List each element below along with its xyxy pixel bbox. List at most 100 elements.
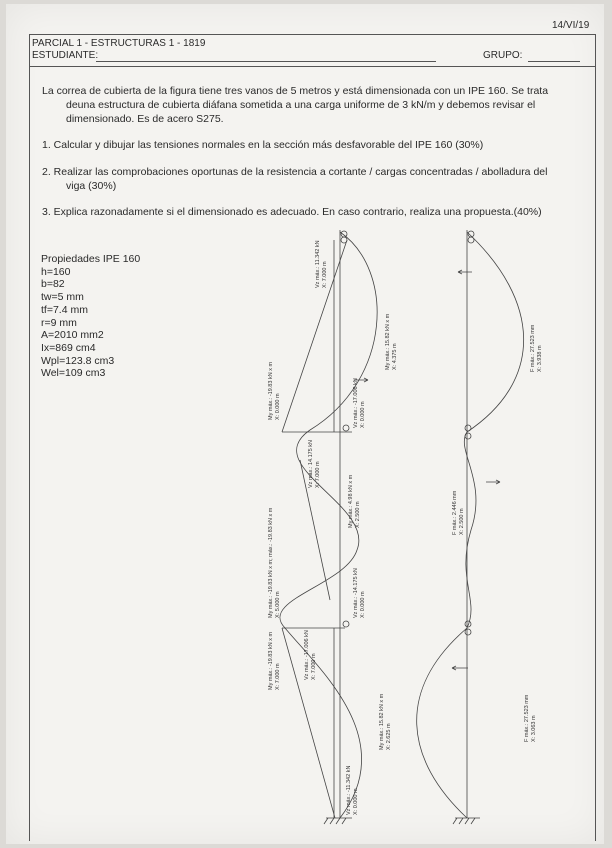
diagram-label: X: 2.500 m (459, 508, 465, 535)
question-2-text-cont: viga (30%) (66, 180, 117, 192)
student-name-blank (96, 61, 436, 62)
diagram-label: Vz máx.: 11.342 kN (315, 240, 321, 288)
prop-b: b=82 (41, 278, 65, 291)
prop-ix: Ix=869 cm4 (41, 341, 96, 354)
fixed-support-icon (323, 817, 352, 825)
question-3: 3. Explica razonadamente si el dimension… (42, 205, 562, 219)
diagram-label: My máx.: 15.82 kN x m (385, 313, 391, 370)
support-icon (464, 424, 472, 432)
shear-line-span-3 (281, 627, 336, 819)
diagram-label: X: 7.000 m (322, 261, 328, 288)
support-icon (467, 236, 475, 244)
question-1: 1. Calcular y dibujar las tensiones norm… (42, 138, 562, 152)
support-icon (340, 230, 348, 238)
diagram-label: My máx.: 4.98 kN x m (348, 474, 354, 528)
diagram-label: My máx.: -19.83 kN x m (268, 632, 274, 690)
support-icon (464, 620, 472, 628)
svg-text:My máx.: 4.98 kN x m: My máx.: 4.98 kN x m (348, 474, 354, 528)
diagram-label: X: 0.000 m (360, 591, 366, 618)
svg-text:X: 7.000 m: X: 7.000 m (322, 261, 328, 288)
diagram-label: F máx.: 2.446 mm (452, 490, 458, 535)
question-3-text: 3. Explica razonadamente si el dimension… (42, 206, 542, 218)
diagram-label: My máx.: -19.83 kN x m (268, 362, 274, 420)
arrow-icon (457, 269, 472, 275)
ipe160-properties: Propiedades IPE 160 h=160 b=82 tw=5 mm t… (41, 253, 140, 380)
moment-shear-labels: Vz máx.: 11.342 kN X: 7.000 m My máx.: 1… (268, 240, 398, 815)
diagram-label: Vz máx.: -17.006 kN (353, 378, 359, 428)
prop-wpl: Wpl=123.8 cm3 (41, 354, 115, 367)
svg-text:X: 7.000 m: X: 7.000 m (315, 461, 321, 488)
svg-text:X: 4.375 m: X: 4.375 m (392, 343, 398, 370)
problem-statement: La correa de cubierta de la figura tiene… (42, 84, 562, 126)
diagram-label: X: 0.000 m (353, 788, 359, 815)
prop-area: A=2010 mm2 (41, 329, 104, 342)
prop-h: h=160 (41, 265, 71, 278)
diagram-label: My máx.: -19.83 kN x m; máx.: -19.83 kN … (268, 507, 274, 618)
svg-text:Vz máx.: -11.342 kN: Vz máx.: -11.342 kN (346, 766, 352, 815)
diagram-label: Vz máx.: -11.342 kN (346, 766, 352, 815)
bending-moment-curve (279, 231, 378, 819)
svg-text:X: 7.000 m: X: 7.000 m (275, 663, 281, 690)
group-label: GRUPO: (483, 50, 523, 61)
diagram-label: X: 0.000 m (275, 393, 281, 420)
diagram-label: X: 7.000 m (275, 663, 281, 690)
svg-text:Vz máx.: -14.175 kN: Vz máx.: -14.175 kN (353, 568, 359, 618)
svg-text:My máx.: -19.83 kN x m: My máx.: -19.83 kN x m (268, 362, 274, 420)
group-blank (528, 61, 580, 62)
shear-line-span-2 (299, 459, 331, 601)
diagram-label: Vz máx.: -17.006 kN (304, 630, 310, 680)
support-icon (340, 236, 348, 244)
diagram-label: X: 4.375 m (392, 343, 398, 370)
svg-text:X: 2.625 m: X: 2.625 m (386, 723, 392, 750)
properties-title: Propiedades IPE 160 (41, 253, 141, 265)
prop-wel: Wel=109 cm3 (41, 367, 106, 380)
svg-text:X: 0.000 m: X: 0.000 m (353, 788, 359, 815)
svg-text:Vz máx.: -17.006 kN: Vz máx.: -17.006 kN (304, 630, 310, 680)
question-2: 2. Realizar las comprobaciones oportunas… (42, 165, 562, 193)
diagram-label: X: 5.000 m (275, 591, 281, 618)
svg-text:F máx.: 27.523 mm: F máx.: 27.523 mm (524, 694, 530, 742)
deflection-curve (416, 231, 524, 819)
exam-sheet (6, 4, 604, 844)
support-icon (464, 628, 472, 636)
svg-text:X: 2.500 m: X: 2.500 m (355, 501, 361, 528)
svg-text:X: 2.500 m: X: 2.500 m (459, 508, 465, 535)
svg-text:Vz máx.: -17.006 kN: Vz máx.: -17.006 kN (353, 378, 359, 428)
problem-line-1: La correa de cubierta de la figura tiene… (42, 85, 549, 97)
support-icon (464, 432, 472, 440)
arrow-icon (354, 377, 369, 383)
svg-text:X: 3.063 m: X: 3.063 m (531, 715, 537, 742)
deflection-labels: F máx.: 27.523 mm X: 3.938 m F máx.: 2.4… (452, 324, 543, 742)
diagram-label: Vz máx.: -14.175 kN (353, 568, 359, 618)
diagram-label: X: 7.000 m (315, 461, 321, 488)
student-label: ESTUDIANTE: (32, 50, 99, 61)
prop-tf: tf=7.4 mm (41, 303, 88, 316)
question-1-text: 1. Calcular y dibujar las tensiones norm… (42, 139, 484, 151)
header-divider (29, 66, 595, 67)
diagram-label: Vz máx.: 14.175 kN (308, 440, 314, 488)
diagram-label: X: 0.000 m (360, 401, 366, 428)
fixed-support-icon (452, 817, 480, 825)
prop-tw: tw=5 mm (41, 291, 84, 304)
svg-text:X: 3.938 m: X: 3.938 m (537, 345, 543, 372)
svg-text:X: 0.000 m: X: 0.000 m (275, 393, 281, 420)
diagram-label: F máx.: 27.523 mm (524, 694, 530, 742)
svg-text:My máx.: -19.83 kN x m: My máx.: -19.83 kN x m (268, 632, 274, 690)
svg-text:My máx.: 15.82 kN x m: My máx.: 15.82 kN x m (385, 313, 391, 370)
arrow-icon (451, 665, 468, 671)
svg-text:Vz máx.: 11.342 kN: Vz máx.: 11.342 kN (315, 240, 321, 288)
arrow-icon (486, 479, 501, 485)
diagram-label: My máx.: 15.82 kN x m (379, 693, 385, 750)
svg-text:X: 0.000 m: X: 0.000 m (360, 591, 366, 618)
diagram-label: X: 2.500 m (355, 501, 361, 528)
prop-r: r=9 mm (41, 316, 77, 329)
diagram-label: X: 2.625 m (386, 723, 392, 750)
diagram-label: X: 3.063 m (531, 715, 537, 742)
exam-date: 14/VI/19 (552, 20, 590, 31)
support-icon (342, 424, 350, 432)
svg-text:Vz máx.: 14.175 kN: Vz máx.: 14.175 kN (308, 440, 314, 488)
svg-text:My máx.: 15.82 kN x m: My máx.: 15.82 kN x m (379, 693, 385, 750)
exam-title: PARCIAL 1 - ESTRUCTURAS 1 - 1819 (32, 38, 206, 49)
svg-text:X: 7.000 m: X: 7.000 m (311, 653, 317, 680)
